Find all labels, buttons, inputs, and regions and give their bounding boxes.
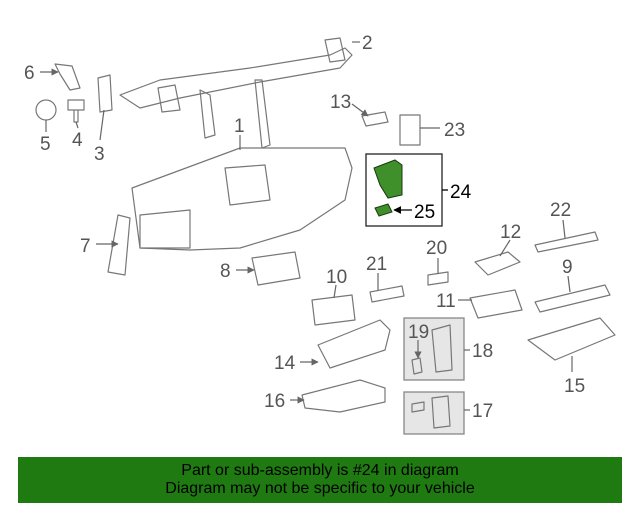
side-panel-part-7 <box>107 214 131 276</box>
callout-15: 15 <box>564 376 585 397</box>
callout-11: 11 <box>436 291 456 312</box>
instrument-panel-part <box>131 147 353 251</box>
callout-19: 19 <box>408 322 429 343</box>
callout-24: 24 <box>450 182 472 203</box>
box-part-11 <box>469 289 523 319</box>
callout-18: 18 <box>472 341 493 362</box>
callout-21: 21 <box>366 254 387 275</box>
panel-part-10 <box>311 294 356 326</box>
callout-5: 5 <box>40 134 51 155</box>
panel-part-16 <box>301 379 386 413</box>
callout-20: 20 <box>426 238 447 259</box>
part-17-box <box>403 391 465 435</box>
callout-8: 8 <box>220 261 231 282</box>
callout-3: 3 <box>94 144 105 165</box>
callout-13: 13 <box>330 92 351 113</box>
console-part-15 <box>527 317 616 361</box>
vent-part-23 <box>399 114 421 146</box>
banner-line-1: Part or sub-assembly is #24 in diagram <box>181 462 459 479</box>
callout-6: 6 <box>24 63 35 84</box>
callout-17: 17 <box>472 401 493 422</box>
callout-9: 9 <box>562 257 573 278</box>
parts-diagram: 2 6 1 3 4 5 13 23 24 25 7 8 10 21 20 12 … <box>24 33 616 435</box>
callout-10: 10 <box>326 267 347 288</box>
callout-4: 4 <box>72 130 83 151</box>
callout-25: 25 <box>414 202 435 223</box>
clip-part-20 <box>427 271 449 286</box>
part-24-box <box>365 153 443 227</box>
clip-part-6 <box>54 63 81 91</box>
reinforcement-beam-part <box>119 37 353 149</box>
panel-part-12 <box>474 251 521 276</box>
trim-part-22 <box>534 231 599 253</box>
callout-12: 12 <box>500 222 521 243</box>
callout-7: 7 <box>80 236 91 257</box>
callout-14: 14 <box>274 353 296 374</box>
callout-1: 1 <box>234 116 245 137</box>
callout-22: 22 <box>550 200 571 221</box>
info-banner: Part or sub-assembly is #24 in diagram D… <box>18 457 622 503</box>
bracket-part-3 <box>97 74 113 113</box>
vent-part-13 <box>361 111 389 127</box>
cap-part-5 <box>35 99 57 121</box>
trim-part-9 <box>534 284 611 313</box>
banner-line-2: Diagram may not be specific to your vehi… <box>165 480 475 497</box>
bolt-part-4 <box>67 99 85 123</box>
callout-2: 2 <box>362 33 373 54</box>
callout-16: 16 <box>264 391 285 412</box>
panel-part-14 <box>317 319 391 369</box>
clip-part-21 <box>369 285 405 303</box>
airbag-part-8 <box>251 251 301 286</box>
callout-23: 23 <box>444 120 465 141</box>
